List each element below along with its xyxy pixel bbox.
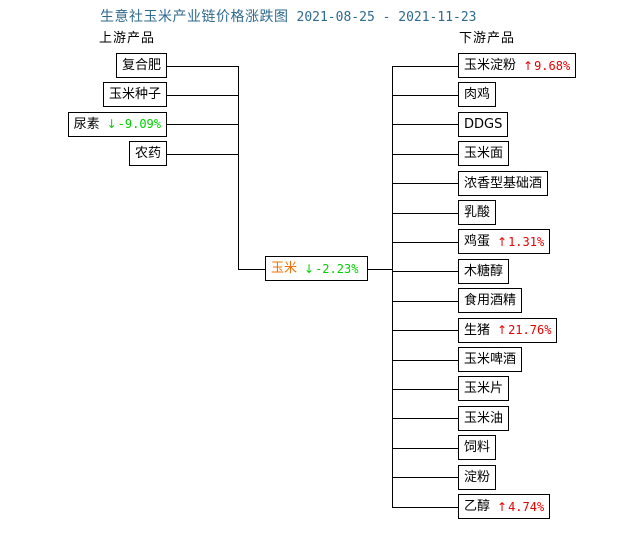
- node-label: 淀粉: [464, 469, 491, 485]
- node-label: 乳酸: [464, 205, 491, 220]
- downstream-node-3[interactable]: DDGS: [458, 111, 509, 137]
- node-label: 玉米面: [464, 146, 504, 162]
- node-change-value: ↓-9.09%: [106, 117, 161, 132]
- node-change-value: ↑1.31%: [497, 234, 545, 249]
- node-label: 饲料: [464, 440, 491, 456]
- node-label: 玉米: [271, 261, 298, 276]
- upstream-node-3[interactable]: 尿素 ↓-9.09%: [67, 111, 167, 137]
- downstream-node-12[interactable]: 玉米片: [458, 376, 510, 402]
- downstream-spur-15: [392, 477, 458, 478]
- upstream-spur-2: [167, 95, 238, 96]
- node-label: 乙醇: [464, 499, 491, 514]
- downstream-spur-4: [392, 154, 458, 155]
- upstream-trunk: [238, 66, 239, 269]
- downstream-column-header: 下游产品: [459, 31, 516, 46]
- upstream-node-4[interactable]: 农药: [128, 141, 167, 167]
- downstream-node-5[interactable]: 浓香型基础酒: [458, 170, 549, 196]
- node-label: 农药: [134, 146, 161, 162]
- node-label: 玉米种子: [108, 87, 161, 103]
- page-title-dates: 2021-08-25 - 2021-11-23: [296, 10, 477, 25]
- downstream-spur-13: [392, 418, 458, 419]
- downstream-spur-2: [392, 95, 458, 96]
- downstream-node-9[interactable]: 食用酒精: [458, 288, 523, 314]
- downstream-spur-10: [392, 330, 458, 331]
- node-label: 食用酒精: [464, 293, 517, 309]
- node-label: DDGS: [464, 116, 503, 132]
- downstream-spur-9: [392, 301, 458, 302]
- arrow-up-icon: ↑: [523, 58, 534, 73]
- arrow-up-icon: ↑: [497, 323, 508, 338]
- arrow-up-icon: ↑: [497, 499, 508, 514]
- center-node-corn[interactable]: 玉米 ↓-2.23%: [265, 256, 368, 281]
- upstream-spur-1: [167, 66, 238, 67]
- downstream-spur-14: [392, 448, 458, 449]
- downstream-spur-6: [392, 213, 458, 214]
- downstream-spur-8: [392, 271, 458, 272]
- node-change-value: ↑21.76%: [497, 323, 552, 338]
- node-label: 玉米片: [464, 381, 504, 397]
- page-title-main: 生意社玉米产业链价格涨跌图: [100, 9, 289, 25]
- upstream-column-header: 上游产品: [99, 31, 156, 46]
- downstream-node-14[interactable]: 饲料: [458, 435, 497, 461]
- node-label: 尿素: [73, 116, 100, 132]
- node-label: 肉鸡: [464, 87, 491, 103]
- node-label: 玉米啤酒: [464, 352, 517, 367]
- downstream-node-2[interactable]: 肉鸡: [458, 82, 497, 108]
- page-title: 生意社玉米产业链价格涨跌图 2021-08-25 - 2021-11-23: [100, 8, 477, 27]
- downstream-spur-5: [392, 183, 458, 184]
- upstream-spur-4: [167, 154, 238, 155]
- downstream-node-4[interactable]: 玉米面: [458, 141, 510, 167]
- node-change-value: ↑4.74%: [497, 499, 545, 514]
- downstream-node-15[interactable]: 淀粉: [458, 464, 497, 490]
- downstream-node-6[interactable]: 乳酸: [458, 200, 497, 225]
- arrow-down-icon: ↓: [106, 117, 117, 132]
- downstream-spur-7: [392, 242, 458, 243]
- upstream-node-1[interactable]: 复合肥: [115, 53, 167, 78]
- downstream-trunk: [392, 66, 393, 507]
- downstream-spur-3: [392, 124, 458, 125]
- downstream-spur-12: [392, 389, 458, 390]
- downstream-spur-1: [392, 66, 458, 67]
- node-label: 玉米淀粉: [464, 58, 517, 73]
- center-to-downstream: [368, 269, 392, 270]
- downstream-spur-16: [392, 507, 458, 508]
- node-label: 鸡蛋: [464, 234, 491, 250]
- node-label: 生猪: [464, 322, 491, 338]
- arrow-down-icon: ↓: [304, 261, 315, 276]
- upstream-to-center: [238, 269, 265, 270]
- upstream-spur-3: [167, 124, 238, 125]
- downstream-node-13[interactable]: 玉米油: [458, 405, 510, 431]
- downstream-node-16[interactable]: 乙醇 ↑4.74%: [458, 494, 551, 519]
- downstream-node-1[interactable]: 玉米淀粉 ↑9.68%: [458, 53, 577, 78]
- downstream-spur-11: [392, 360, 458, 361]
- node-change-value: ↑9.68%: [523, 58, 571, 73]
- node-label: 浓香型基础酒: [464, 175, 543, 191]
- upstream-node-2[interactable]: 玉米种子: [102, 82, 167, 108]
- node-change-value: ↓-2.23%: [304, 261, 359, 276]
- arrow-up-icon: ↑: [497, 234, 508, 249]
- downstream-node-7[interactable]: 鸡蛋 ↑1.31%: [458, 229, 551, 255]
- node-label: 木糖醇: [464, 263, 504, 279]
- node-label: 复合肥: [121, 58, 161, 73]
- node-label: 玉米油: [464, 410, 504, 426]
- downstream-node-10[interactable]: 生猪 ↑21.76%: [458, 317, 558, 343]
- downstream-node-8[interactable]: 木糖醇: [458, 258, 510, 284]
- downstream-node-11[interactable]: 玉米啤酒: [458, 347, 523, 372]
